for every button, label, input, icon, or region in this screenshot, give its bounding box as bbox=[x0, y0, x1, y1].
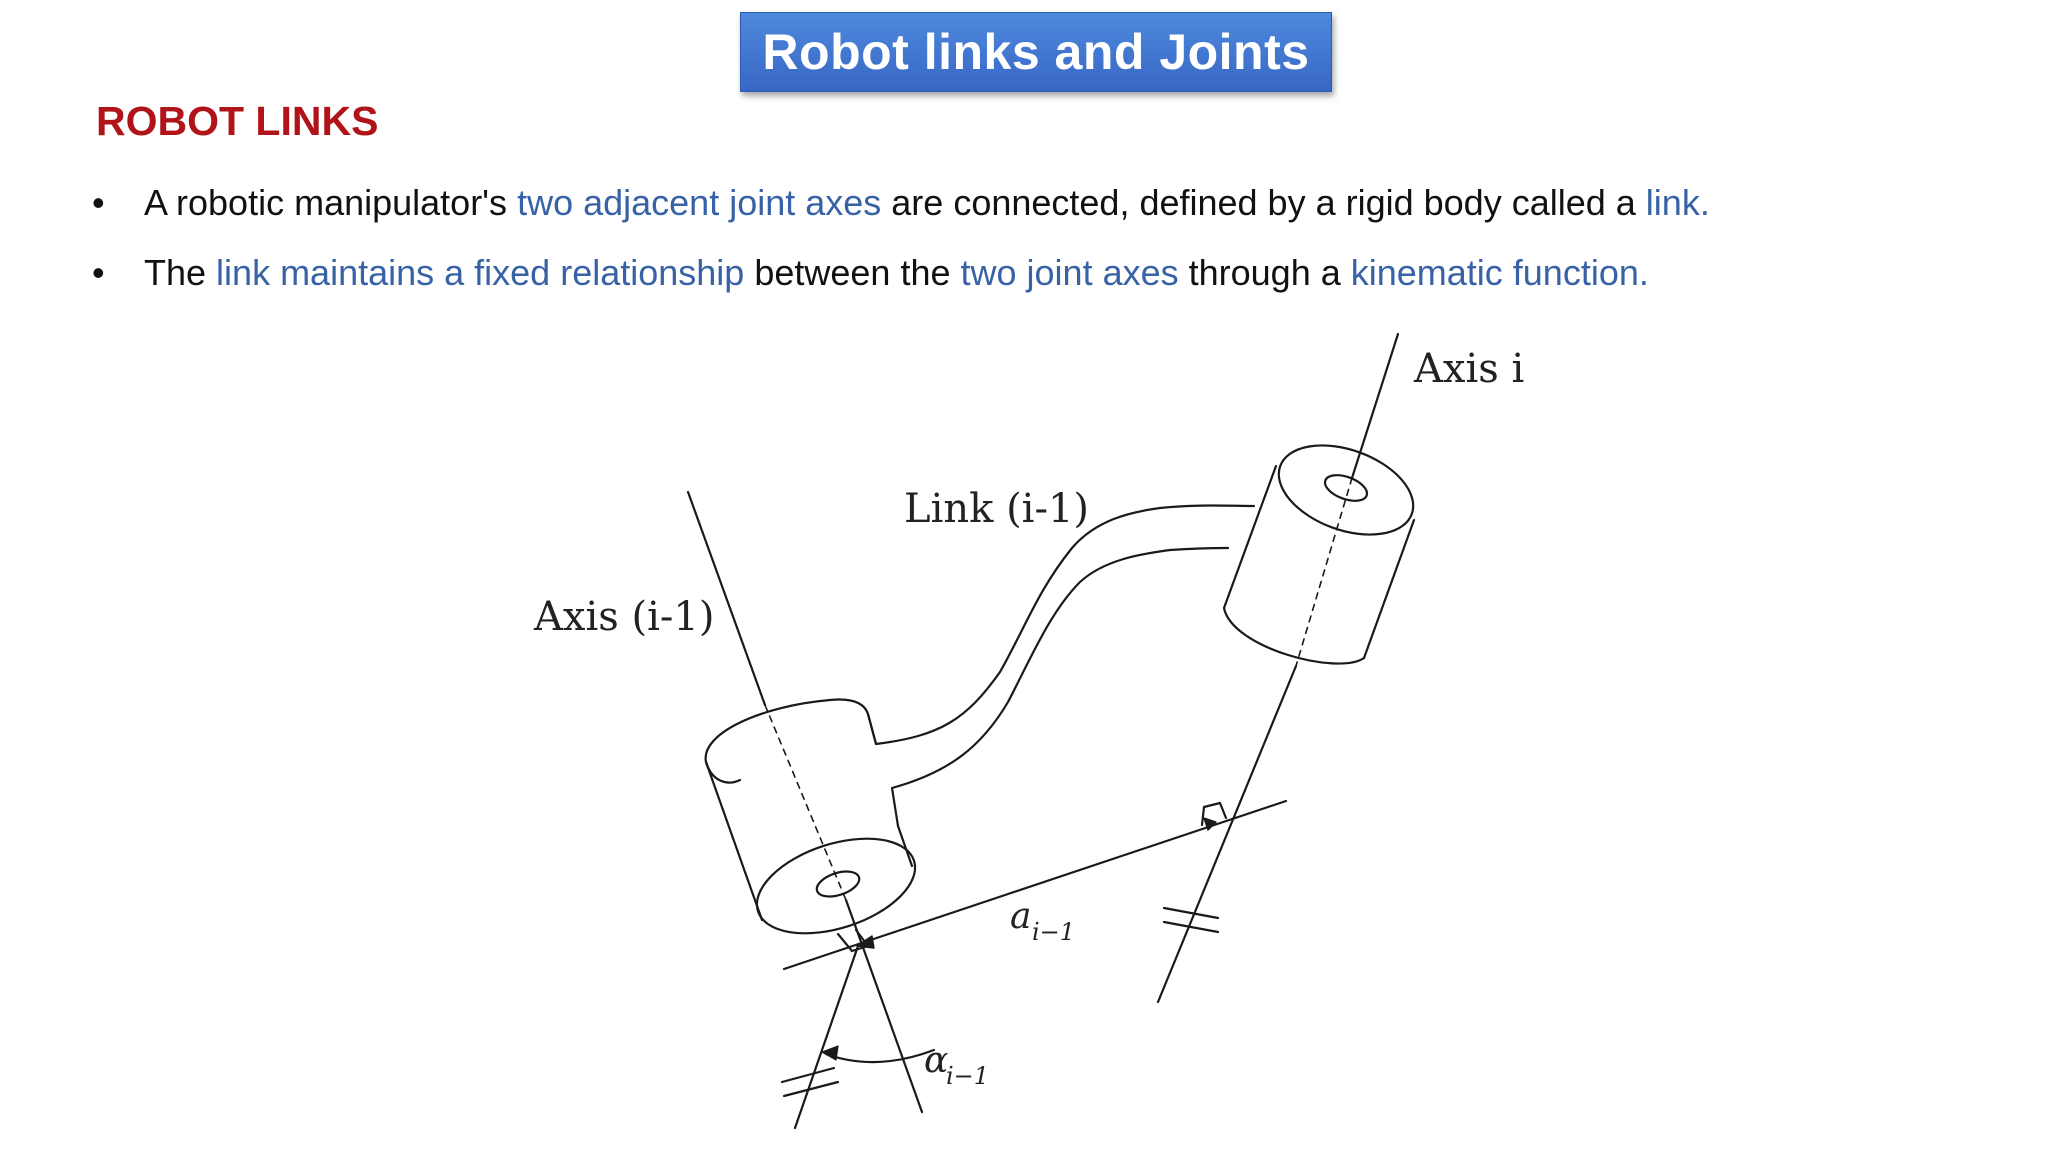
axis-i-line-bottom bbox=[1156, 664, 1298, 1004]
axis-i-line-top bbox=[1350, 332, 1400, 480]
parallel-tick bbox=[1162, 920, 1220, 934]
bullet-highlight: link maintains a fixed relationship bbox=[216, 252, 745, 293]
label-axis-i: Axis i bbox=[1413, 346, 1524, 392]
right-cylinder-bottom-edge bbox=[1222, 606, 1366, 665]
bullet-highlight: link. bbox=[1645, 182, 1710, 223]
bullet-text: are connected, defined by a rigid body c… bbox=[881, 182, 1646, 223]
bullet-text: between the bbox=[744, 252, 961, 293]
bullet-text: through a bbox=[1178, 252, 1351, 293]
bullet-highlight: two joint axes bbox=[960, 252, 1179, 293]
label-a-main: a bbox=[1010, 896, 1031, 937]
parallel-axis-line bbox=[793, 944, 860, 1130]
axis-i-minus-1-line-top bbox=[686, 490, 767, 707]
bullet-item: • The link maintains a fixed relationship… bbox=[92, 252, 1649, 294]
axis-i-dashed bbox=[1295, 477, 1353, 667]
right-cylinder-sides bbox=[1222, 464, 1416, 660]
bullet-text: The bbox=[144, 252, 217, 293]
right-angle-marker-right bbox=[1200, 801, 1228, 827]
bullet-item: • A robotic manipulator's two adjacent jo… bbox=[92, 182, 1710, 224]
bullet-marker: • bbox=[92, 252, 105, 293]
label-a-subscript: i−1 bbox=[1032, 918, 1075, 946]
arrowhead-right bbox=[1203, 817, 1217, 831]
left-cylinder-hole bbox=[815, 870, 861, 898]
link-body-top-edge bbox=[866, 504, 1256, 746]
alpha-arc bbox=[824, 1048, 936, 1064]
parallel-tick bbox=[782, 1080, 840, 1098]
bullet-highlight: kinematic function. bbox=[1350, 252, 1649, 293]
left-cylinder-body bbox=[704, 698, 914, 922]
bullet-marker: • bbox=[92, 182, 105, 223]
label-axis-i-minus-1: Axis (i-1) bbox=[533, 594, 714, 640]
slide-title-banner: Robot links and Joints bbox=[740, 12, 1332, 92]
alpha-arrowhead bbox=[821, 1045, 839, 1061]
right-cylinder-hole bbox=[1323, 474, 1369, 502]
link-body-bottom-edge bbox=[890, 546, 1230, 828]
section-heading: ROBOT LINKS bbox=[96, 98, 379, 144]
label-link: Link (i-1) bbox=[904, 486, 1089, 532]
label-alpha-main: α bbox=[924, 1040, 948, 1081]
right-angle-marker-left bbox=[836, 928, 870, 953]
slide-title: Robot links and Joints bbox=[762, 24, 1310, 80]
left-cylinder-bottom-ellipse bbox=[755, 837, 917, 935]
right-cylinder-top-ellipse bbox=[1277, 444, 1415, 536]
left-cylinder-top-edge bbox=[704, 760, 742, 784]
bullet-text: A robotic manipulator's bbox=[144, 182, 518, 223]
parallel-tick bbox=[780, 1066, 836, 1084]
parallel-tick bbox=[1162, 906, 1220, 920]
bullet-highlight: two adjacent joint axes bbox=[517, 182, 882, 223]
label-alpha-subscript: i−1 bbox=[946, 1062, 989, 1090]
